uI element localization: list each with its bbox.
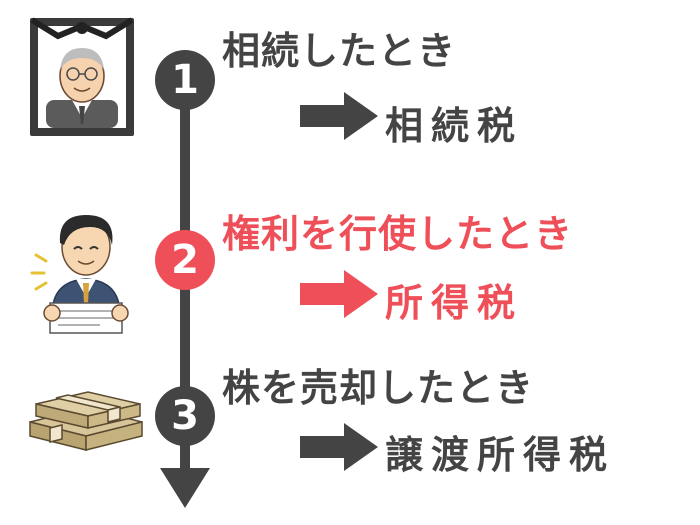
businessman-with-document-icon xyxy=(30,215,129,334)
money-bundles-icon xyxy=(29,391,143,451)
step-1-tax-label: 相続税 xyxy=(385,104,524,148)
right-arrow-icon xyxy=(300,423,378,471)
step-2-tax-label: 所得税 xyxy=(385,281,524,325)
step-2-event-label: 権利を行使したとき xyxy=(222,212,574,256)
step-3-number: 3 xyxy=(155,386,215,446)
step-3-event-label: 株を売却したとき xyxy=(222,366,535,410)
step-3-tax-label: 譲渡所得税 xyxy=(385,433,616,477)
step-2-number: 2 xyxy=(155,230,215,290)
step-1-number: 1 xyxy=(155,50,215,110)
timeline-arrowhead xyxy=(160,468,210,508)
memorial-portrait-icon xyxy=(30,17,134,136)
step-1-event-label: 相続したとき xyxy=(222,29,457,73)
right-arrow-icon xyxy=(300,92,378,140)
right-arrow-icon xyxy=(300,270,378,318)
